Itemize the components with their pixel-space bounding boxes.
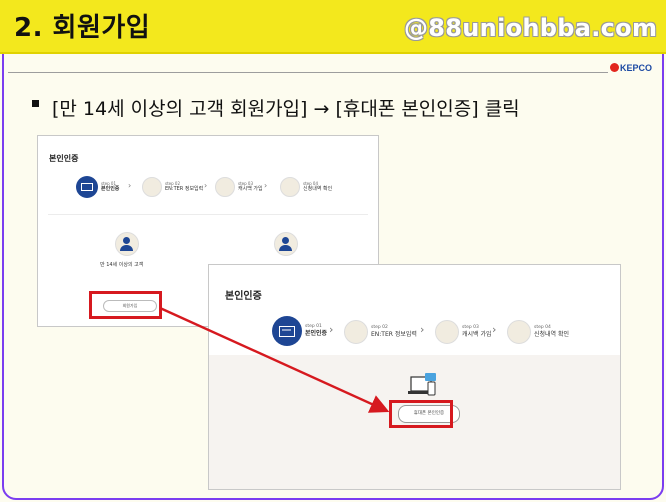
bullet-icon [32,100,39,107]
watermark: @88uniohbba.com [404,14,658,42]
shot1-heading: 본인인증 [49,154,79,163]
highlight-signup-button [89,291,162,319]
form-icon [142,177,162,197]
shot1-step-1-label: 본인인증 [101,186,120,192]
highlight-verification-button [389,400,453,428]
chevron-right-icon: › [420,323,425,336]
shot2-step-4-label: 신청내역 확인 [534,330,570,338]
shot2-step-3-num: step 03 [462,325,479,331]
document-check-icon [280,177,300,197]
shot2-step-2-num: step 02 [371,325,388,331]
id-card-icon [272,316,302,346]
chevron-right-icon: › [128,181,132,190]
child-user-icon [274,232,298,256]
shot1-step-4-num: step 04 [303,181,319,186]
shot1-step-4-label: 신청내역 확인 [303,186,333,192]
shot1-separator [48,214,368,215]
chevron-right-icon: › [492,323,497,336]
phone-verification-button[interactable]: 휴대폰 본인인증 [398,405,460,423]
shot1-step-2-num: step 02 [165,181,181,186]
cashback-icon [435,320,459,344]
option-adult-label[interactable]: 만 14세 이상의 고객 [100,262,144,268]
cashback-icon [215,177,235,197]
document-check-icon [507,320,531,344]
shot1-step-3-num: step 03 [238,181,254,186]
divider [8,72,608,73]
chevron-right-icon: › [329,323,334,336]
instruction-text: [만 14세 이상의 고객 회원가입] → [휴대폰 본인인증] 클릭 [52,98,520,120]
adult-user-icon [115,232,139,256]
chevron-right-icon: › [204,181,208,190]
phone-laptop-icon [408,373,438,399]
shot1-step-1-num: step 01 [101,181,117,186]
form-icon [344,320,368,344]
signup-button[interactable]: 회원가입 [103,300,157,312]
shot2-step-2-label: EN:TER 정보입력 [371,330,417,338]
shot2-heading: 본인인증 [225,291,262,302]
chevron-right-icon: › [264,181,268,190]
id-card-icon [76,176,98,198]
shot2-step-4-num: step 04 [534,325,551,331]
shot2-step-3-label: 캐시백 가입 [462,330,492,338]
kepco-logo: KEPCO [610,63,652,73]
title-bar: 2. 회원가입 @88uniohbba.com [0,0,666,54]
shot1-step-2-label: EN:TER 정보입력 [165,186,204,192]
logo-text: KEPCO [620,63,653,73]
shot2-step-1-num: step 01 [305,324,322,330]
shot1-step-3-label: 캐시백 가입 [238,186,263,192]
shot2-step-1-label: 본인인증 [305,329,328,337]
logo-mark-icon [610,63,619,72]
slide-title: 2. 회원가입 [14,13,151,43]
